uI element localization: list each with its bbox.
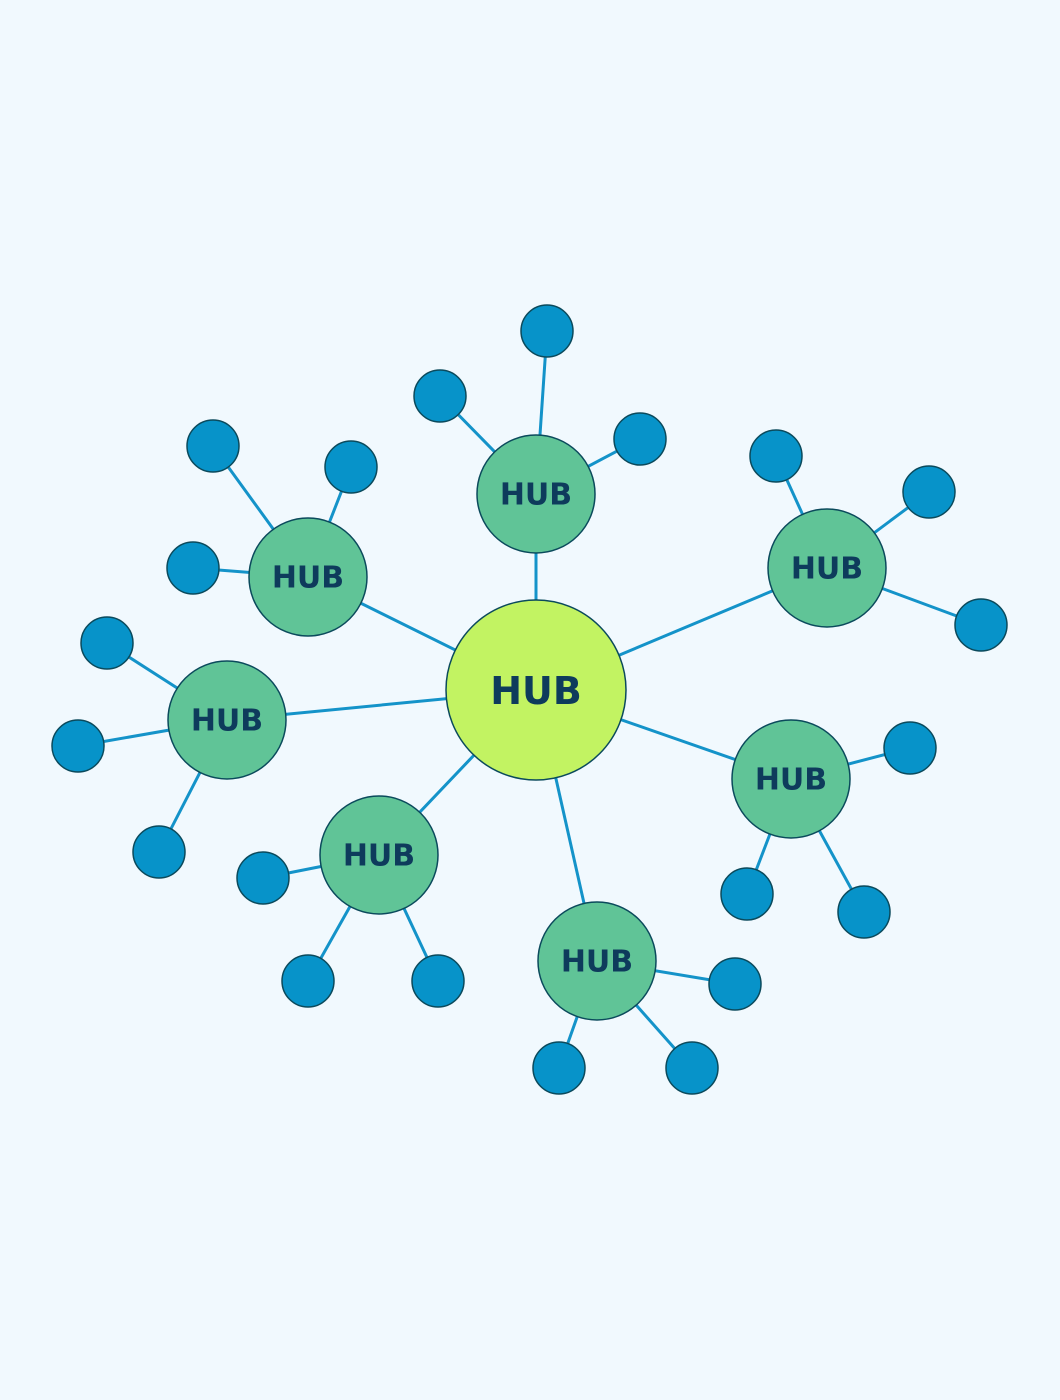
sub-hub-circle xyxy=(767,508,887,628)
leaf-node xyxy=(883,721,937,775)
sub-hub: HUB xyxy=(767,508,887,628)
sub-hub: HUB xyxy=(731,719,851,839)
sub-hub-circle xyxy=(319,795,439,915)
leaf-node xyxy=(532,1041,586,1095)
sub-hub-label: HUB xyxy=(791,552,863,587)
leaf-node xyxy=(665,1041,719,1095)
sub-hub: HUB xyxy=(537,901,657,1021)
leaf-node xyxy=(186,419,240,473)
sub-hub: HUB xyxy=(248,517,368,637)
sub-hub: HUB xyxy=(319,795,439,915)
sub-hub-circle xyxy=(167,660,287,780)
leaf-node xyxy=(749,429,803,483)
leaf-node xyxy=(324,440,378,494)
sub-hub-circle xyxy=(537,901,657,1021)
leaf-node xyxy=(236,851,290,905)
leaf-node xyxy=(954,598,1008,652)
sub-hub-label: HUB xyxy=(561,945,633,980)
sub-hub-circle xyxy=(731,719,851,839)
leaf-node xyxy=(413,369,467,423)
leaf-node xyxy=(51,719,105,773)
center-hub: HUB xyxy=(445,599,627,781)
center-hub-node: HUB xyxy=(445,599,627,781)
leaf-node xyxy=(80,616,134,670)
sub-hub-circle xyxy=(476,434,596,554)
leaf-node xyxy=(166,541,220,595)
leaf-node xyxy=(132,825,186,879)
sub-hub-label: HUB xyxy=(500,478,572,513)
sub-hub-label: HUB xyxy=(755,763,827,798)
sub-hub-circle xyxy=(248,517,368,637)
sub-hub-label: HUB xyxy=(191,704,263,739)
leaf-node xyxy=(720,867,774,921)
center-hub-label: HUB xyxy=(490,669,582,713)
leaf-node xyxy=(613,412,667,466)
leaf-node xyxy=(411,954,465,1008)
leaf-node xyxy=(902,465,956,519)
sub-hub: HUB xyxy=(476,434,596,554)
center-hub-circle xyxy=(445,599,627,781)
leaf-node xyxy=(520,304,574,358)
leaf-node xyxy=(281,954,335,1008)
leaf-node xyxy=(837,885,891,939)
sub-hub: HUB xyxy=(167,660,287,780)
leaf-nodes xyxy=(51,304,1008,1095)
sub-hub-label: HUB xyxy=(272,561,344,596)
leaf-node xyxy=(708,957,762,1011)
sub-hub-label: HUB xyxy=(343,839,415,874)
sub-hub-nodes: HUB HUB HUB HUB HUB HUB HUB xyxy=(167,434,887,1021)
